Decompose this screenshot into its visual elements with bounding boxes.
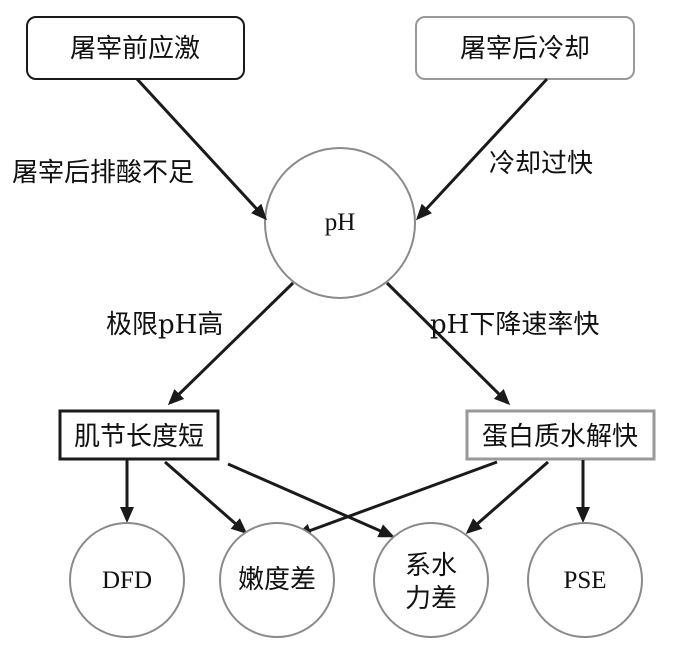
poor-water-holding-label-line1: 系水 (405, 551, 457, 581)
arrow-ph-to-proteolysis (385, 281, 511, 406)
node-pre-slaughter-stress: 屠宰前应激 (26, 16, 245, 80)
node-dfd: DFD (69, 522, 185, 638)
node-poor-water-holding: 系水 力差 (373, 522, 489, 638)
edge-label-insufficient-acid-drainage: 屠宰后排酸不足 (12, 158, 194, 188)
arrow-sarcomere-to-water-holding (227, 462, 395, 538)
node-post-slaughter-cooling: 屠宰后冷却 (415, 16, 635, 80)
arrow-cooling-to-ph (415, 77, 549, 221)
arrow-proteolysis-to-water-holding (465, 460, 549, 534)
pse-label: PSE (563, 567, 606, 594)
pre-slaughter-stress-label: 屠宰前应激 (70, 34, 200, 64)
ph-label: pH (325, 209, 356, 236)
node-pse: PSE (527, 522, 643, 638)
node-poor-tenderness: 嫩度差 (219, 522, 335, 638)
dfd-label: DFD (102, 567, 152, 594)
poor-water-holding-label-line2: 力差 (405, 584, 457, 614)
short-sarcomere-label: 肌节长度短 (74, 422, 204, 452)
arrow-ph-to-sarcomere (167, 281, 295, 406)
edge-label-cooling-too-fast: 冷却过快 (489, 149, 593, 179)
arrow-proteolysis-to-tenderness (295, 460, 498, 538)
post-slaughter-cooling-label: 屠宰后冷却 (460, 34, 590, 64)
poor-tenderness-label: 嫩度差 (238, 565, 316, 595)
arrow-sarcomere-to-tenderness (164, 460, 248, 534)
fast-proteolysis-label: 蛋白质水解快 (482, 422, 638, 452)
node-ph: pH (264, 147, 416, 299)
node-fast-proteolysis: 蛋白质水解快 (465, 409, 656, 461)
edge-label-fast-ph-decline: pH下降速率快 (430, 310, 599, 340)
edge-label-high-ultimate-ph: 极限pH高 (106, 310, 223, 340)
node-short-sarcomere: 肌节长度短 (58, 409, 220, 461)
arrow-stress-to-ph (135, 77, 268, 221)
